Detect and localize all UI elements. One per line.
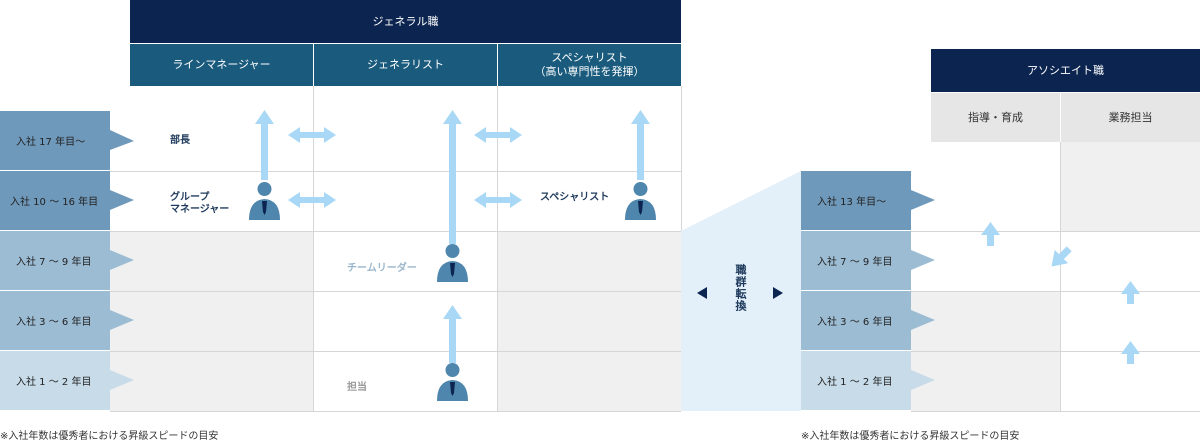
person-icon <box>625 182 656 220</box>
role-tanto: 担当 <box>347 382 367 393</box>
double-arrow-icon <box>288 127 336 143</box>
transfer-band <box>681 171 801 411</box>
grid-line <box>313 86 314 411</box>
role-specialist: スペシャリスト <box>540 192 610 203</box>
arrow-left-icon <box>697 287 707 299</box>
role-bucho: 部長 <box>170 135 190 146</box>
role-team-leader: チームリーダー <box>347 263 417 274</box>
year-label-17: 入社 17 年目〜 <box>0 111 110 170</box>
associate-grid-background <box>1061 142 1200 231</box>
associate-track-title: アソシエイト職 <box>931 49 1200 92</box>
grid-line <box>110 411 681 412</box>
column-header-guidance: 指導・育成 <box>931 93 1060 142</box>
person-icon <box>437 244 468 282</box>
grid-line <box>911 411 1200 412</box>
person-icon <box>249 182 280 220</box>
grid-line <box>911 291 1200 292</box>
grid-line <box>911 351 1200 352</box>
arrow-up-left-icon <box>1051 246 1072 267</box>
arrow-up-icon <box>1121 341 1140 364</box>
arrow-up-icon <box>1121 281 1140 304</box>
associate-year-label-1-2: 入社 1 〜 2 年目 <box>801 351 911 410</box>
associate-arrows <box>981 222 1140 364</box>
grid-line <box>911 231 1200 232</box>
grid-line <box>110 171 681 172</box>
year-pointers-associate <box>911 190 935 390</box>
year-label-7-9: 入社 7 〜 9 年目 <box>0 231 110 290</box>
associate-year-label-7-9: 入社 7 〜 9 年目 <box>801 231 911 290</box>
transfer-label: 職群転換 <box>734 264 747 312</box>
generalist-column-background <box>314 231 497 411</box>
year-pointers-general <box>110 130 134 390</box>
column-header-operations: 業務担当 <box>1061 93 1200 142</box>
year-label-3-6: 入社 3 〜 6 年目 <box>0 291 110 350</box>
column-header-specialist: スペシャリスト （高い専門性を発揮） <box>498 44 681 86</box>
general-arrows <box>249 110 656 401</box>
arrow-up-icon <box>981 222 1000 246</box>
column-header-line-manager: ラインマネージャー <box>130 44 313 86</box>
role-group-manager: グループ マネージャー <box>170 192 230 215</box>
associate-year-label-3-6: 入社 3 〜 6 年目 <box>801 291 911 350</box>
arrow-right-icon <box>773 287 783 299</box>
grid-line <box>110 291 681 292</box>
year-label-10-16: 入社 10 〜 16 年目 <box>0 171 110 230</box>
column-header-generalist: ジェネラリスト <box>314 44 497 86</box>
grid-line <box>497 86 498 411</box>
footnote-general: ※入社年数は優秀者における昇級スピードの目安 <box>0 431 219 442</box>
associate-year-label-13: 入社 13 年目〜 <box>801 171 911 230</box>
grid-line <box>1060 142 1061 411</box>
grid-line <box>110 351 681 352</box>
general-track-title: ジェネラル職 <box>130 0 681 43</box>
year-label-1-2: 入社 1 〜 2 年目 <box>0 351 110 410</box>
grid-line <box>110 231 681 232</box>
person-icon <box>437 363 468 401</box>
footnote-associate: ※入社年数は優秀者における昇級スピードの目安 <box>801 431 1020 442</box>
